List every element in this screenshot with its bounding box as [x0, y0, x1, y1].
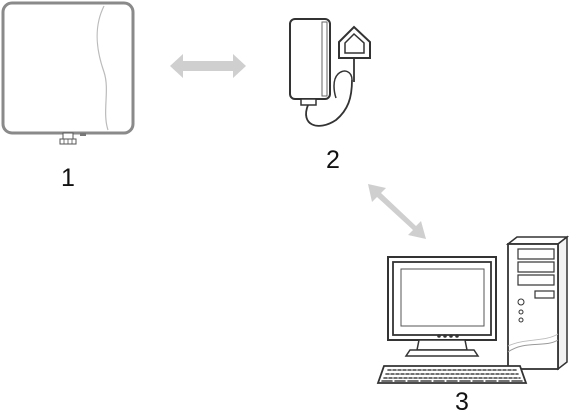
pc-tower-icon [505, 235, 569, 371]
keyboard-icon [376, 365, 528, 384]
outdoor-unit-icon [1, 1, 135, 145]
power-adapter-icon [289, 18, 371, 127]
double-arrow-icon [170, 54, 246, 78]
desktop-computer-icon [376, 235, 569, 384]
double-arrow-icon [368, 184, 426, 239]
device-label-1: 1 [61, 164, 75, 192]
device-label-2: 2 [326, 146, 340, 174]
monitor-icon [387, 256, 497, 357]
wall-plug-icon [338, 25, 371, 59]
cable-gland-icon [59, 132, 77, 145]
device-label-3: 3 [455, 388, 469, 413]
